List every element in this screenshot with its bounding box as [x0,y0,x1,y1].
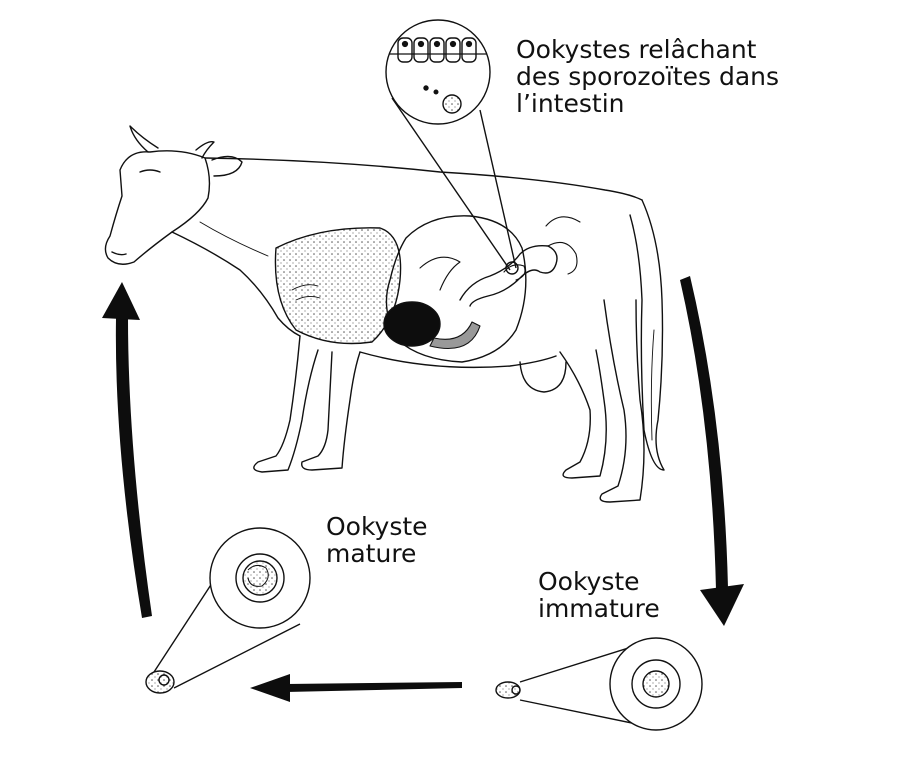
cow-dewlap [171,231,301,337]
arrow-immature-to-mature [286,682,462,692]
label-immature-line-2: immature [538,594,660,623]
label-oocysts-release-sporozoites: Ookystes relâchant des sporozoïtes dans … [516,36,779,117]
cow-front-leg-2 [301,351,361,471]
cow-dark-organ [383,301,441,347]
mature-oocyst-magnifier [145,527,311,694]
cow-tail [629,199,665,471]
label-mature-line-2: mature [326,539,417,568]
label-intestine-line-2: des sporozoïtes dans [516,62,780,91]
label-immature-oocyst: Ookyste immature [538,568,660,622]
arrow-mature-to-cow [115,318,152,618]
cow-head [104,150,211,265]
intestine-target-ring [505,261,519,275]
cow-horn-right [195,140,215,159]
cow-ear [211,155,243,177]
mature-oocyst-small [145,670,175,694]
cow-rear-leg-2 [599,299,645,503]
cow-front-leg-1 [253,335,319,473]
cow-belly [359,351,557,369]
cycle-arrows [102,276,744,702]
cow-rear-leg-1 [559,349,607,479]
cow-udder [519,361,567,393]
label-immature-line-1: Ookyste [538,567,640,596]
immature-oocyst-small [495,681,521,699]
cow-rumen [385,215,527,363]
cow-back [204,157,643,201]
intestine-magnifier-circle [385,19,491,125]
label-intestine-line-3: l’intestin [516,89,625,118]
arrow-cow-to-immature [680,276,728,590]
label-mature-oocyst: Ookyste mature [326,513,428,567]
cow-lung [274,227,402,345]
intestine-magnifier [385,19,519,275]
cow-intestine [459,244,558,307]
label-intestine-line-1: Ookystes relâchant [516,35,757,64]
cow-abomasum [429,321,481,350]
label-mature-line-1: Ookyste [326,512,428,541]
cow-horn-left [129,125,159,153]
immature-oocyst-magnifier [495,637,703,731]
cow-illustration [104,125,665,503]
